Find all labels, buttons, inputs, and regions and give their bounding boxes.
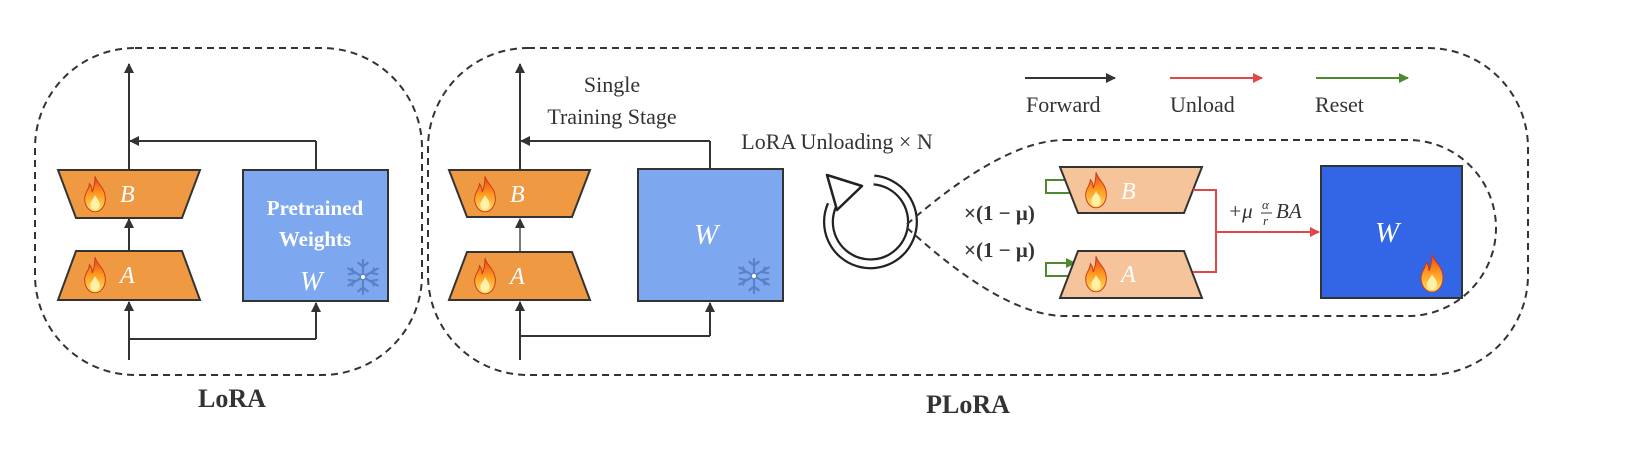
lora-block-b-label: B <box>120 182 135 208</box>
lora-caption: LoRA <box>198 384 266 413</box>
lora-block-a: A <box>56 250 202 301</box>
detail-block-a: A <box>1058 250 1204 299</box>
legend-forward: Forward <box>1025 73 1116 117</box>
plora-block-a: A <box>447 251 592 301</box>
reset-loop-arrows <box>1045 175 1076 277</box>
plora-frozen-weights: W <box>637 168 784 302</box>
plora-block-b: B <box>447 169 592 218</box>
plora-block-a-label: A <box>508 264 525 290</box>
stage-label-line1: Single <box>584 72 640 97</box>
lora-block-a-label: A <box>118 263 135 289</box>
detail-trainable-weights: W <box>1320 165 1463 299</box>
merge-r: r <box>1263 213 1269 228</box>
detail-weights-symbol: W <box>1375 217 1402 249</box>
plora-panel: Single Training Stage B A W LoRA Unloadi… <box>427 47 1529 419</box>
stage-label-line2: Training Stage <box>547 104 676 129</box>
weights-label-line2: Weights <box>279 227 351 251</box>
legend-unload-label: Unload <box>1170 92 1235 117</box>
merge-plus-mu: +μ <box>1228 199 1253 223</box>
plora-caption: PLoRA <box>926 390 1010 419</box>
cycle-arrow-icon <box>822 173 918 270</box>
unloading-label: LoRA Unloading × N <box>741 129 933 154</box>
plora-panel-border <box>427 47 1529 376</box>
lora-block-b: B <box>56 169 202 219</box>
weights-label-line1: Pretrained <box>267 196 364 220</box>
plora-block-b-label: B <box>510 182 525 208</box>
detail-block-a-label: A <box>1119 262 1136 288</box>
plora-weights-symbol: W <box>694 219 721 251</box>
merge-formula: +μ α r BA <box>1228 197 1302 228</box>
lora-panel: B A Pretrained Weights W LoRA <box>34 47 423 413</box>
legend: Forward Unload Reset <box>1025 73 1409 117</box>
scale-factor-b: ×(1 − μ) <box>964 201 1035 225</box>
detail-block-b: B <box>1058 166 1204 214</box>
legend-reset: Reset <box>1315 73 1409 117</box>
lora-panel-border <box>34 47 423 376</box>
detail-callout-border <box>903 139 1497 317</box>
legend-reset-label: Reset <box>1315 92 1364 117</box>
unload-arrows <box>1193 189 1320 273</box>
merge-ba: BA <box>1276 199 1302 223</box>
weights-symbol: W <box>300 266 325 296</box>
merge-alpha: α <box>1262 197 1270 212</box>
detail-block-b-label: B <box>1121 179 1136 205</box>
plora-forward-lines <box>515 63 715 360</box>
scale-factor-a: ×(1 − μ) <box>964 238 1035 262</box>
legend-unload: Unload <box>1170 73 1263 117</box>
lora-pretrained-weights: Pretrained Weights W <box>242 169 389 302</box>
unloading-detail-callout: B A ×(1 − μ) ×(1 − μ) +μ α r BA <box>903 139 1497 317</box>
lora-forward-lines <box>124 63 321 360</box>
legend-forward-label: Forward <box>1026 92 1101 117</box>
